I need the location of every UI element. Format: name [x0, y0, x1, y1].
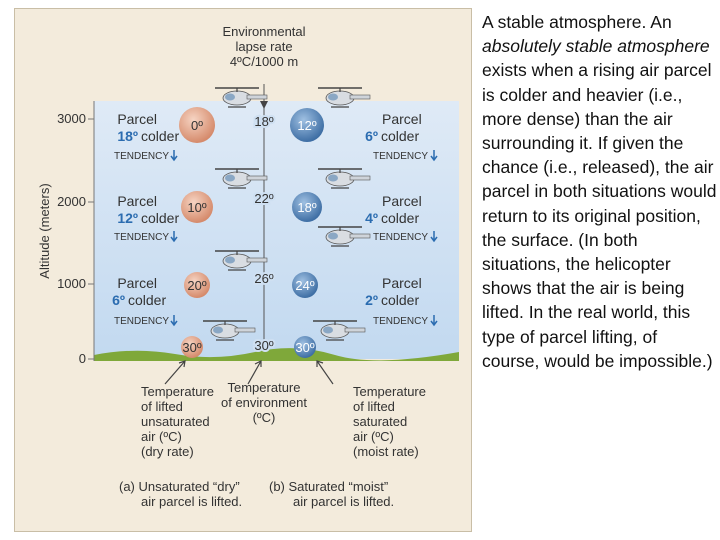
description-part-2: exists when a rising air parcel is colde…	[482, 60, 717, 371]
label-line: air (ºC)	[141, 429, 182, 444]
caption-line: air parcel is lifted.	[293, 494, 394, 509]
colder-word: colder	[381, 210, 419, 226]
parcel-label: Parcel	[117, 193, 157, 209]
colder-amount: 4º	[365, 210, 378, 226]
colder-word: colder	[141, 210, 179, 226]
env-temp-2000: 22º	[254, 191, 273, 206]
y-tick-3000: 3000	[57, 111, 86, 126]
tendency-label: TENDENCY	[114, 232, 169, 243]
colder-word: colder	[381, 128, 419, 144]
env-arrow-down	[260, 101, 268, 109]
caption-b: (b) Saturated “moist” air parcel is lift…	[269, 479, 394, 509]
description-text: A stable atmosphere. An absolutely stabl…	[482, 10, 718, 373]
pointer-arrow-right	[316, 360, 334, 385]
left-label-2000: Parcel 12º colder TENDENCY	[114, 193, 179, 243]
ground-grass	[94, 348, 459, 361]
y-tick-0: 0	[79, 351, 86, 366]
colder-amount: 18º	[117, 128, 138, 144]
dry-parcel-temp-1000: 20º	[187, 278, 206, 293]
label-line: Temperature	[141, 384, 214, 399]
dry-parcel-temp-2000: 10º	[187, 200, 206, 215]
env-header-line-3: 4ºC/1000 m	[230, 54, 298, 69]
moist-parcel-surface	[294, 336, 316, 358]
dry-parcel-temp-surface: 30º	[182, 340, 201, 355]
colder-word: colder	[381, 292, 419, 308]
colder-amount: 6º	[365, 128, 378, 144]
parcel-label: Parcel	[382, 275, 422, 291]
colder-amount: 2º	[365, 292, 378, 308]
env-temp-surface: 30º	[254, 338, 273, 353]
description-part-1: A stable atmosphere. An	[482, 12, 672, 32]
down-arrow-icon	[430, 231, 438, 243]
right-label-3000: Parcel 6º colder TENDENCY	[365, 111, 438, 162]
colder-amount: 12º	[117, 210, 138, 226]
label-line: (ºC)	[253, 410, 276, 425]
label-line: unsaturated	[141, 414, 210, 429]
y-tick-2000: 2000	[57, 194, 86, 209]
down-arrow-icon	[430, 315, 438, 327]
dry-parcel-temp-3000: 0º	[191, 118, 203, 133]
label-line: Temperature	[353, 384, 426, 399]
label-line: Temperature	[228, 380, 301, 395]
figure-canvas: 3000 2000 1000 0 Altitude (meters) Envir…	[37, 24, 459, 509]
env-header-line-2: lapse rate	[235, 39, 292, 54]
tendency-label: TENDENCY	[373, 151, 428, 162]
moist-parcel-3000	[290, 108, 324, 142]
dry-parcel-3000	[179, 107, 215, 143]
label-line: of environment	[221, 395, 307, 410]
pointer-arrow-mid	[247, 360, 262, 385]
label-line: saturated	[353, 414, 407, 429]
tendency-label: TENDENCY	[114, 151, 169, 162]
right-label-1000: Parcel 2º colder TENDENCY	[365, 275, 438, 327]
label-dry-temperature: Temperature of lifted unsaturated air (º…	[141, 384, 214, 459]
moist-parcel-temp-surface: 30º	[295, 340, 314, 355]
caption-a: (a) Unsaturated “dry” air parcel is lift…	[119, 479, 242, 509]
sky-background	[94, 101, 459, 359]
dry-parcel-2000	[181, 191, 213, 223]
caption-line: air parcel is lifted.	[141, 494, 242, 509]
label-moist-temperature: Temperature of lifted saturated air (ºC)…	[353, 384, 426, 459]
label-environment-temperature: Temperature of environment (ºC)	[221, 380, 307, 425]
dry-parcel-1000	[184, 272, 210, 298]
parcel-label: Parcel	[382, 193, 422, 209]
parcel-label: Parcel	[382, 111, 422, 127]
label-line: (moist rate)	[353, 444, 419, 459]
description-emphasis: absolutely stable atmosphere	[482, 36, 710, 57]
tendency-label: TENDENCY	[114, 316, 169, 327]
y-axis-ticks	[88, 118, 94, 360]
moist-parcel-temp-1000: 24º	[295, 278, 314, 293]
right-label-2000: Parcel 4º colder TENDENCY	[365, 193, 438, 243]
colder-word: colder	[141, 128, 179, 144]
y-tick-1000: 1000	[57, 276, 86, 291]
down-arrow-icon	[170, 231, 178, 243]
tendency-label: TENDENCY	[373, 316, 428, 327]
dry-parcel-surface	[181, 336, 203, 358]
caption-line: (a) Unsaturated “dry”	[119, 479, 240, 494]
label-line: air (ºC)	[353, 429, 394, 444]
stable-atmosphere-figure: 3000 2000 1000 0 Altitude (meters) Envir…	[14, 8, 472, 532]
moist-parcel-1000	[292, 272, 318, 298]
moist-parcel-temp-2000: 18º	[297, 200, 316, 215]
down-arrow-icon	[170, 150, 178, 162]
moist-parcel-2000	[292, 192, 322, 222]
left-label-1000: Parcel 6º colder TENDENCY	[112, 275, 178, 327]
pointer-arrow-left	[164, 360, 186, 385]
env-temp-1000: 26º	[254, 271, 273, 286]
down-arrow-icon	[170, 315, 178, 327]
label-line: (dry rate)	[141, 444, 194, 459]
env-header-line-1: Environmental	[222, 24, 305, 39]
left-label-3000: Parcel 18º colder TENDENCY	[114, 111, 179, 162]
parcel-label: Parcel	[117, 111, 157, 127]
tendency-label: TENDENCY	[373, 232, 428, 243]
down-arrow-icon	[430, 150, 438, 162]
moist-parcel-temp-3000: 12º	[297, 118, 316, 133]
y-axis-label: Altitude (meters)	[37, 183, 52, 278]
caption-line: (b) Saturated “moist”	[269, 479, 388, 494]
colder-word: colder	[128, 292, 166, 308]
env-temp-3000: 18º	[254, 114, 273, 129]
label-line: of lifted	[353, 399, 395, 414]
colder-amount: 6º	[112, 292, 125, 308]
parcel-label: Parcel	[117, 275, 157, 291]
label-line: of lifted	[141, 399, 183, 414]
